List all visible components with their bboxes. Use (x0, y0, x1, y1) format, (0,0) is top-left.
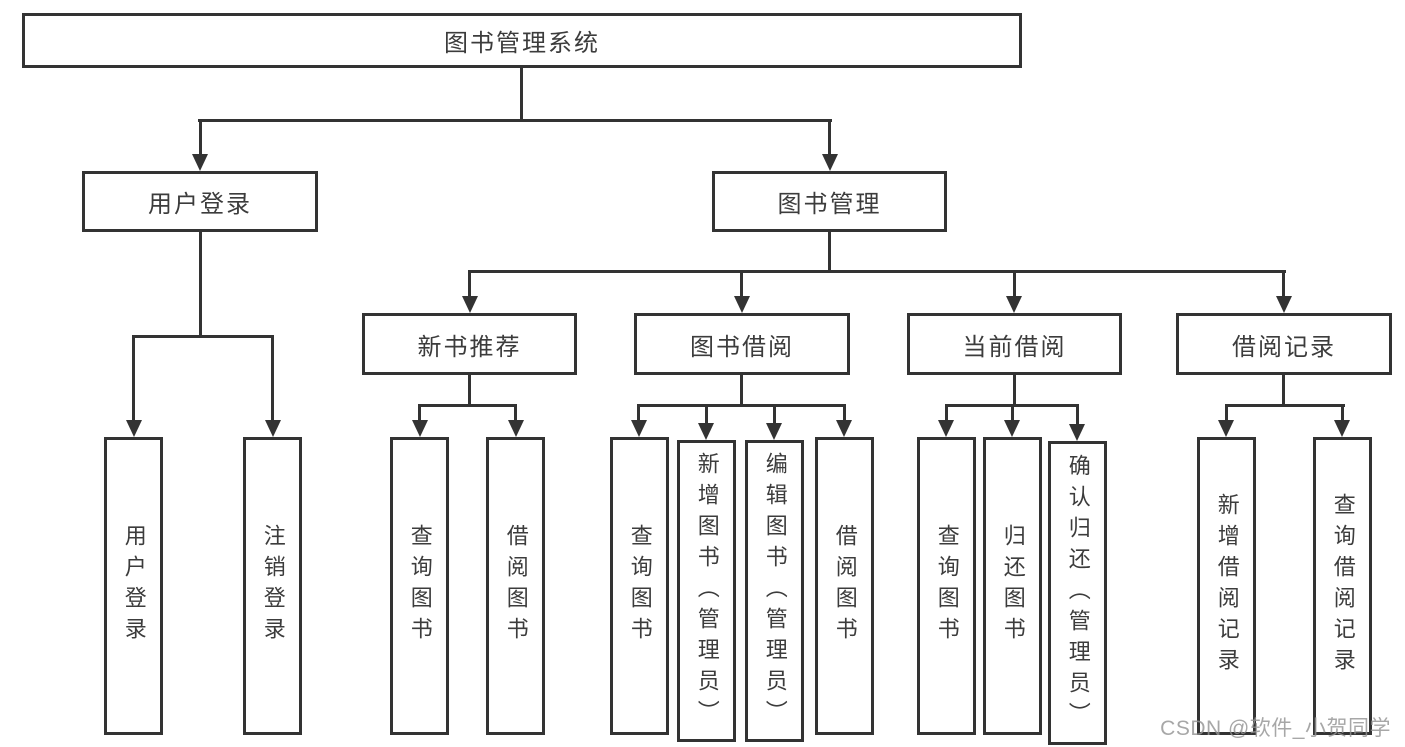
node-label: 图书管理 (777, 191, 882, 218)
connector-arrow-down (1006, 296, 1022, 313)
connector-arrow-down (126, 420, 142, 437)
connector-group-bar (132, 335, 274, 338)
node-borrowing-records: 借阅记录 (1176, 313, 1392, 375)
connector-stem (828, 119, 831, 157)
node-current-borrowing: 当前借阅 (907, 313, 1122, 375)
watermark: CSDN @软件_小贺同学 (1160, 717, 1391, 740)
node-library-management-system: 图书管理系统 (22, 13, 1022, 68)
leaf-borrow-books-recommend: 借阅图书 (486, 437, 545, 735)
node-label: 借阅图书 (832, 524, 858, 648)
connector-arrow-down (462, 296, 478, 313)
connector-stem (1011, 404, 1014, 422)
node-label: 新增图书（管理员） (694, 451, 720, 731)
node-user-login: 用户登录 (82, 171, 318, 232)
connector-stem (1282, 375, 1285, 406)
node-book-management: 图书管理 (712, 171, 947, 232)
connector-stem (1282, 270, 1285, 298)
connector-stem (945, 404, 948, 422)
node-label: 借阅图书 (503, 524, 529, 648)
connector-stem (132, 335, 135, 422)
node-label: 图书管理系统 (444, 30, 600, 57)
leaf-confirm-return-admin: 确认归还（管理员） (1048, 441, 1107, 745)
connector-stem (828, 232, 831, 273)
leaf-query-books-current: 查询图书 (917, 437, 976, 735)
connector-stem (1013, 270, 1016, 298)
connector-group-bar (637, 404, 846, 407)
connector-group-bar (1225, 404, 1345, 407)
leaf-return-books: 归还图书 (983, 437, 1042, 735)
connector-arrow-down (698, 423, 714, 440)
connector-arrow-down (836, 420, 852, 437)
leaf-query-borrow-record: 查询借阅记录 (1313, 437, 1372, 735)
connector-arrow-down (1276, 296, 1292, 313)
connector-stem (271, 335, 274, 422)
node-label: 图书借阅 (690, 333, 794, 361)
connector-group-bar (418, 404, 517, 407)
connector-stem (1076, 404, 1079, 426)
node-label: 用户登录 (121, 524, 147, 648)
connector-arrow-down (938, 420, 954, 437)
node-label: 确认归还（管理员） (1065, 453, 1091, 733)
connector-stem (773, 404, 776, 425)
leaf-add-borrow-record: 新增借阅记录 (1197, 437, 1256, 735)
connector-stem (740, 375, 743, 406)
connector-stem (199, 232, 202, 337)
connector-arrow-down (1004, 420, 1020, 437)
leaf-query-books-recommend: 查询图书 (390, 437, 449, 735)
leaf-logout: 注销登录 (243, 437, 302, 735)
connector-level2-bar (198, 119, 832, 122)
connector-arrow-down (1218, 420, 1234, 437)
connector-arrow-down (631, 420, 647, 437)
node-label: 查询图书 (407, 524, 433, 648)
connector-arrow-down (766, 423, 782, 440)
leaf-edit-books-admin: 编辑图书（管理员） (745, 440, 804, 742)
connector-stem (199, 119, 202, 157)
connector-stem (418, 404, 421, 422)
connector-arrow-down (412, 420, 428, 437)
connector-stem (740, 270, 743, 298)
connector-level3-bar (468, 270, 1286, 273)
connector-arrow-down (1069, 424, 1085, 441)
connector-stem (1013, 375, 1016, 406)
node-label: 当前借阅 (962, 333, 1067, 361)
connector-stem (468, 375, 471, 406)
leaf-user-login: 用户登录 (104, 437, 163, 735)
node-label: 用户登录 (148, 191, 252, 218)
connector-stem (705, 404, 708, 425)
connector-stem (843, 404, 846, 422)
connector-arrow-down (192, 154, 208, 171)
connector-root-stem (520, 67, 523, 121)
connector-arrow-down (265, 420, 281, 437)
leaf-borrow-books-borrowing: 借阅图书 (815, 437, 874, 735)
node-label: 编辑图书（管理员） (762, 451, 788, 731)
connector-stem (1341, 404, 1344, 422)
connector-arrow-down (1334, 420, 1350, 437)
node-label: 查询图书 (627, 524, 653, 648)
connector-stem (468, 270, 471, 298)
connector-stem (637, 404, 640, 422)
node-label: 借阅记录 (1232, 333, 1336, 361)
node-new-book-recommendation: 新书推荐 (362, 313, 577, 375)
node-label: 新书推荐 (417, 333, 522, 361)
node-label: 归还图书 (1000, 524, 1026, 648)
connector-arrow-down (508, 420, 524, 437)
node-book-borrowing: 图书借阅 (634, 313, 850, 375)
node-label: 注销登录 (260, 524, 286, 648)
connector-arrow-down (822, 154, 838, 171)
node-label: 查询借阅记录 (1330, 493, 1356, 679)
connector-stem (514, 404, 517, 422)
node-label: 新增借阅记录 (1214, 493, 1240, 679)
connector-stem (1225, 404, 1228, 422)
connector-arrow-down (734, 296, 750, 313)
leaf-add-books-admin: 新增图书（管理员） (677, 440, 736, 742)
leaf-query-books-borrowing: 查询图书 (610, 437, 669, 735)
node-label: 查询图书 (934, 524, 960, 648)
